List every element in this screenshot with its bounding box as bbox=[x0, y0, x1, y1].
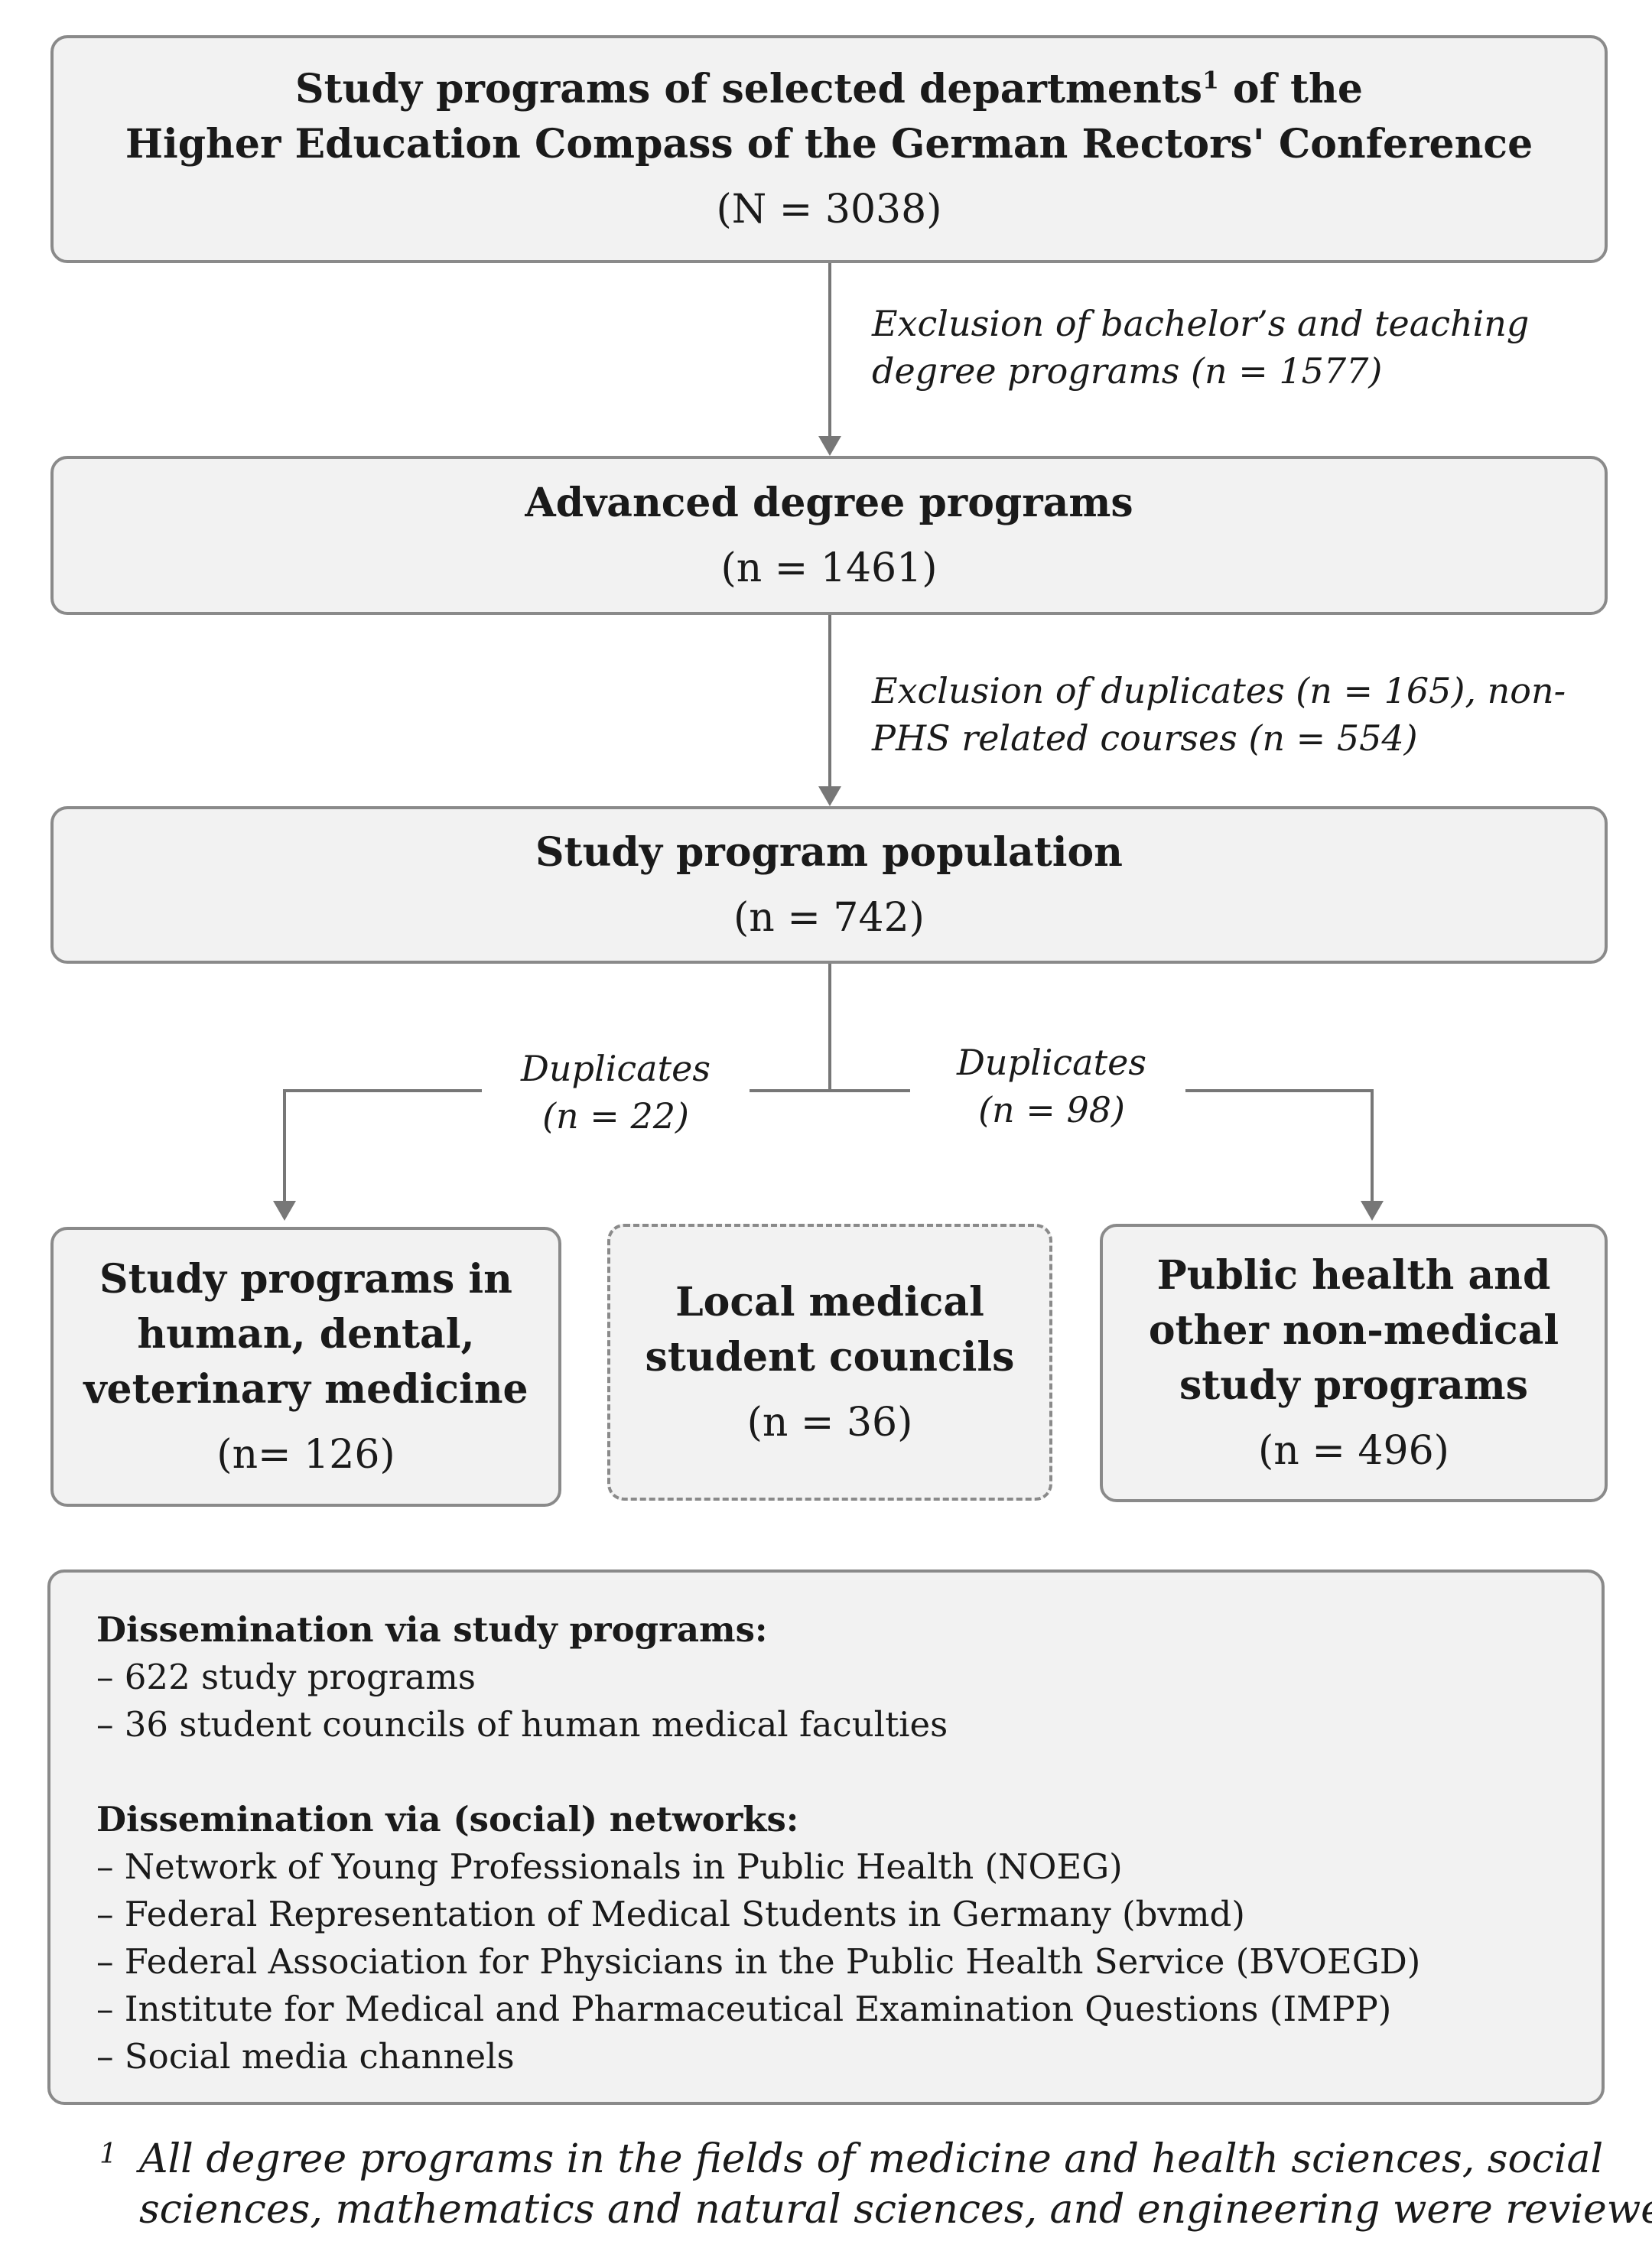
box-title-line: Local medical bbox=[675, 1279, 984, 1326]
list-item: – Social media channels bbox=[96, 2036, 515, 2077]
note-line: PHS related courses (n = 554) bbox=[872, 717, 1418, 759]
box-advanced-degree-programs: Advanced degree programs (n = 1461) bbox=[50, 456, 1608, 615]
spacer bbox=[96, 1748, 1556, 1796]
list-item: – Network of Young Professionals in Publ… bbox=[96, 1846, 1123, 1887]
dissemination-study-heading: Dissemination via study programs: bbox=[96, 1609, 768, 1650]
box-title-line: study programs bbox=[1179, 1362, 1528, 1409]
list-item: – Institute for Medical and Pharmaceutic… bbox=[96, 1989, 1392, 2029]
footnote-line: sciences, mathematics and natural scienc… bbox=[139, 2187, 1652, 2233]
box-title: Local medical student councils bbox=[646, 1275, 1015, 1385]
box-title-line: human, dental, bbox=[137, 1311, 475, 1358]
box-title-line1: Study programs of selected departments bbox=[295, 66, 1203, 112]
box-study-programs-compass: Study programs of selected departments1 … bbox=[50, 35, 1608, 263]
box-student-councils: Local medical student councils (n = 36) bbox=[607, 1224, 1052, 1501]
connector-line bbox=[1371, 1089, 1374, 1202]
box-title-line: student councils bbox=[645, 1334, 1015, 1381]
box-count: (n = 36) bbox=[746, 1400, 913, 1446]
note-line: Duplicates bbox=[521, 1048, 711, 1089]
arrow-down-icon bbox=[818, 436, 841, 456]
box-title-line2: Higher Education Compass of the German R… bbox=[125, 121, 1533, 168]
connector-line bbox=[828, 615, 831, 788]
box-title-line: Study programs in bbox=[99, 1256, 512, 1303]
connector-line bbox=[283, 1089, 286, 1202]
box-title: Study program population bbox=[535, 829, 1123, 876]
footnote: 1 All degree programs in the fields of m… bbox=[99, 2134, 1652, 2235]
list-item: – Federal Representation of Medical Stud… bbox=[96, 1894, 1245, 1934]
box-count: (N = 3038) bbox=[716, 187, 942, 233]
note-line: (n = 22) bbox=[542, 1095, 689, 1137]
box-count: (n = 1461) bbox=[720, 545, 938, 591]
box-study-program-population: Study program population (n = 742) bbox=[50, 806, 1608, 964]
connector-line bbox=[750, 1089, 910, 1092]
box-title-line1-end: of the bbox=[1218, 66, 1363, 112]
box-title: Advanced degree programs bbox=[525, 480, 1133, 526]
list-item: – Federal Association for Physicians in … bbox=[96, 1941, 1421, 1982]
note-line: Duplicates bbox=[957, 1042, 1146, 1083]
connector-line bbox=[1185, 1089, 1374, 1092]
note-line: Exclusion of duplicates (n = 165), non- bbox=[872, 670, 1566, 711]
dissemination-box: Dissemination via study programs: – 622 … bbox=[47, 1570, 1605, 2105]
footnote-marker: 1 bbox=[1202, 67, 1219, 95]
note-line: Exclusion of bachelor’s and teaching bbox=[872, 303, 1530, 344]
duplicates-note-left: Duplicates (n = 22) bbox=[497, 1045, 734, 1140]
arrow-down-icon bbox=[1361, 1201, 1384, 1221]
box-title-line: other non-medical bbox=[1148, 1307, 1559, 1354]
footnote-marker: 1 bbox=[99, 2139, 117, 2170]
list-item: – 622 study programs bbox=[96, 1657, 476, 1697]
box-medicine-programs: Study programs in human, dental, veterin… bbox=[50, 1227, 561, 1507]
box-count: (n = 496) bbox=[1258, 1428, 1449, 1474]
box-title-line: Public health and bbox=[1156, 1252, 1551, 1299]
connector-line bbox=[828, 964, 831, 1092]
arrow-down-icon bbox=[273, 1201, 296, 1221]
dissemination-network-heading: Dissemination via (social) networks: bbox=[96, 1799, 799, 1840]
arrow-down-icon bbox=[818, 786, 841, 806]
connector-line bbox=[285, 1089, 482, 1092]
box-public-health-programs: Public health and other non-medical stud… bbox=[1100, 1224, 1608, 1502]
footnote-line: All degree programs in the fields of med… bbox=[139, 2136, 1604, 2182]
box-title-line: veterinary medicine bbox=[83, 1366, 528, 1413]
box-count: (n = 742) bbox=[733, 895, 925, 941]
note-line: degree programs (n = 1577) bbox=[872, 350, 1383, 392]
list-item: – 36 student councils of human medical f… bbox=[96, 1704, 948, 1745]
connector-line bbox=[828, 263, 831, 438]
box-title: Study programs of selected departments1 … bbox=[125, 62, 1533, 172]
exclusion-note-2: Exclusion of duplicates (n = 165), non- … bbox=[872, 667, 1566, 762]
box-count: (n= 126) bbox=[216, 1432, 395, 1478]
exclusion-note-1: Exclusion of bachelor’s and teaching deg… bbox=[872, 300, 1529, 395]
duplicates-note-right: Duplicates (n = 98) bbox=[933, 1039, 1170, 1134]
box-title: Public health and other non-medical stud… bbox=[1149, 1248, 1559, 1413]
note-line: (n = 98) bbox=[978, 1089, 1125, 1130]
box-title: Study programs in human, dental, veterin… bbox=[83, 1252, 528, 1417]
